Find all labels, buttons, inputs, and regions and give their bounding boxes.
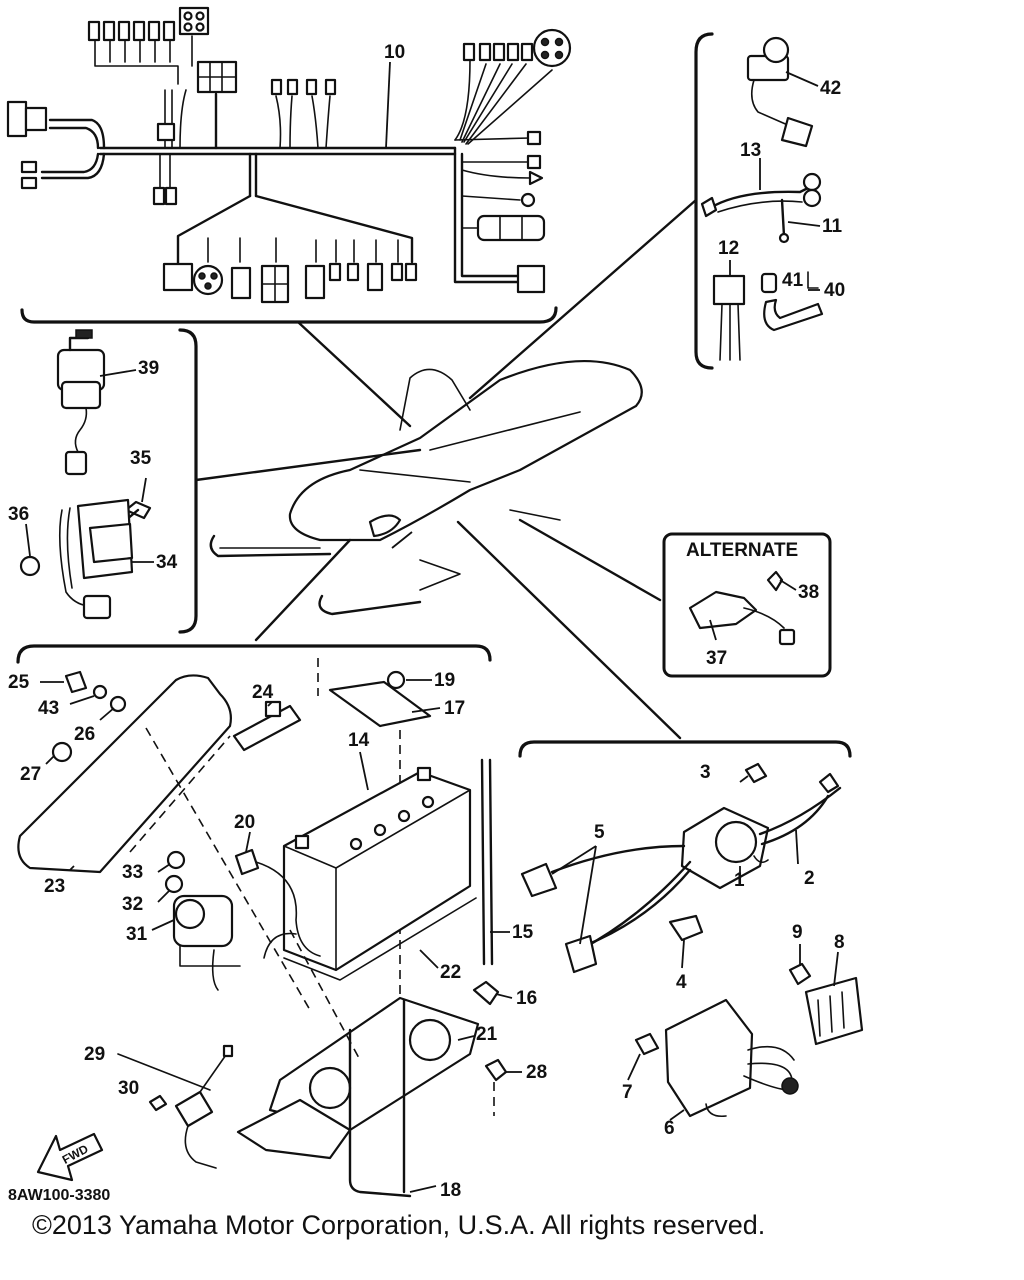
callout-5: 5 (594, 822, 605, 843)
harness-group-bracket (20, 306, 558, 324)
catalog-number: 8AW100-3380 (8, 1187, 110, 1204)
callout-3: 3 (700, 762, 711, 783)
callout-22: 22 (440, 962, 461, 983)
callout-6: 6 (664, 1118, 675, 1139)
callout-31: 31 (126, 924, 148, 945)
alternate-title: ALTERNATE (686, 540, 798, 561)
switch-group-bracket (694, 32, 714, 370)
callout-leaders (25, 71, 839, 1193)
forward-arrow: FWD (36, 1132, 104, 1182)
callout-7: 7 (622, 1082, 633, 1103)
callout-18: 18 (440, 1180, 461, 1201)
callout-38: 38 (798, 582, 819, 603)
callout-41: 41 (782, 270, 804, 291)
callout-14: 14 (348, 730, 370, 751)
callout-43: 43 (38, 698, 59, 719)
ignition-coil-pointer-line (456, 520, 682, 740)
battery-group (16, 644, 508, 1198)
ignition-coil-group (518, 740, 864, 1118)
callout-4: 4 (676, 972, 687, 993)
ignition-group (19, 328, 198, 634)
callout-26: 26 (74, 724, 95, 745)
callout-16: 16 (516, 988, 537, 1009)
callout-25: 25 (8, 672, 30, 693)
callout-19: 19 (434, 670, 455, 691)
callout-15: 15 (512, 922, 534, 943)
callout-8: 8 (834, 932, 845, 953)
callout-24: 24 (252, 682, 274, 703)
snowmobile-body (209, 359, 643, 616)
callout-2: 2 (804, 868, 815, 889)
battery-pointer-line (254, 538, 352, 642)
alternate-box: ALTERNATE (662, 532, 832, 678)
callout-17: 17 (444, 698, 465, 719)
callout-10: 10 (384, 42, 405, 63)
battery-group-bracket (16, 644, 492, 664)
callout-labels: 10 42 13 11 12 41 40 39 35 36 34 38 37 2… (8, 42, 845, 1201)
coil-group-bracket (518, 740, 852, 758)
callout-34: 34 (156, 552, 178, 573)
callout-36: 36 (8, 504, 29, 525)
callout-21: 21 (476, 1024, 498, 1045)
alternate-pointer-line (518, 518, 662, 602)
callout-23: 23 (44, 876, 65, 897)
callout-39: 39 (138, 358, 159, 379)
callout-37: 37 (706, 648, 727, 669)
ignition-group-bracket (178, 328, 198, 634)
callout-30: 30 (118, 1078, 139, 1099)
callout-32: 32 (122, 894, 143, 915)
handlebar-switch-group (694, 32, 824, 370)
harness-pointer-line (296, 320, 412, 428)
callout-9: 9 (792, 922, 803, 943)
callout-29: 29 (84, 1044, 105, 1065)
callout-20: 20 (234, 812, 255, 833)
callout-1: 1 (734, 870, 745, 891)
copyright-notice: ©2013 Yamaha Motor Corporation, U.S.A. A… (32, 1210, 766, 1240)
callout-13: 13 (740, 140, 761, 161)
callout-11: 11 (822, 216, 843, 237)
callout-28: 28 (526, 1062, 547, 1083)
callout-27: 27 (20, 764, 41, 785)
ignition-pointer-line (194, 448, 422, 482)
callout-42: 42 (820, 78, 841, 99)
callout-33: 33 (122, 862, 143, 883)
callout-12: 12 (718, 238, 739, 259)
callout-40: 40 (824, 280, 845, 301)
switch-pointer-line (468, 198, 698, 400)
callout-35: 35 (130, 448, 152, 469)
wire-harness (6, 6, 572, 324)
